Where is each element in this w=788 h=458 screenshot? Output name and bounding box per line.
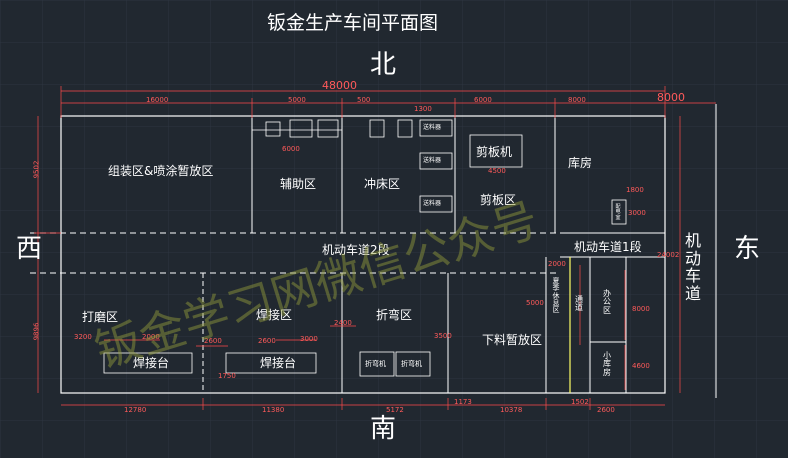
feeder-box-1: [419, 119, 453, 137]
weld-table-1-label: 焊接台: [133, 356, 170, 370]
zone-summer-rest: 夏季休息区: [552, 277, 560, 315]
punch-machine: [369, 119, 385, 138]
bender-1-label: 折弯机: [365, 360, 386, 368]
shear-machine-box: [469, 134, 523, 168]
dim-3500: 3500: [434, 332, 452, 340]
page-title: 钣金生产车间平面图: [267, 12, 439, 34]
weld-table-1-box: [103, 352, 193, 374]
dim-2000a: 2000: [142, 333, 160, 341]
feeder-1-label: 送料器: [423, 124, 442, 131]
feeder-box-2: [419, 152, 453, 170]
zone-auxiliary: 辅助区: [280, 177, 317, 191]
dim-bot-6: 1502: [571, 398, 589, 406]
dim-3000b: 3000: [628, 209, 646, 217]
zone-bending: 折弯区: [376, 308, 413, 322]
zone-passage: 通道: [575, 295, 583, 313]
dim-4500: 4500: [488, 167, 506, 175]
bender-2-box: [395, 351, 431, 377]
dim-2400: 2400: [334, 319, 352, 327]
dim-1750: 1750: [218, 372, 236, 380]
zone-warehouse: 库房: [568, 156, 593, 170]
dim-north-depth: 9502: [32, 160, 41, 179]
punch-machine: [397, 119, 413, 138]
compass-north: 北: [370, 50, 397, 80]
feeder-2-label: 送料器: [423, 157, 442, 164]
dim-top-1: 16000: [146, 96, 169, 104]
dim-top-3: 500: [357, 96, 371, 104]
dim-top-2: 5000: [288, 96, 306, 104]
dim-bot-4: 1173: [454, 398, 472, 406]
dim-1800: 1800: [626, 186, 644, 194]
compass-south: 南: [370, 414, 397, 444]
weld-table-2-box: [225, 352, 317, 374]
zone-storeroom: 小库房: [603, 351, 611, 377]
compass-west: 西: [16, 234, 43, 264]
zone-welding: 焊接区: [256, 308, 293, 322]
dim-3200: 3200: [74, 333, 92, 341]
zone-assembly: 组装区&喷涂暂放区: [108, 164, 214, 178]
shear-machine-label: 剪板机: [476, 145, 513, 159]
dim-top-4: 6000: [474, 96, 492, 104]
dim-bot-3: 5172: [386, 406, 404, 414]
machine-box: [317, 119, 339, 138]
dim-8000: 8000: [632, 305, 650, 313]
bender-1-box: [359, 351, 395, 377]
dim-3000: 3000: [300, 335, 318, 343]
dim-total-width: 48000: [322, 79, 357, 92]
compass-east: 东: [734, 234, 761, 264]
zone-office: 办公区: [603, 289, 611, 315]
dim-2600b: 2600: [258, 337, 276, 345]
dim-bot-5: 10378: [500, 406, 523, 414]
feeder-box-3: [419, 195, 453, 213]
dim-right-extra: 8000: [657, 91, 685, 104]
weld-table-2-label: 焊接台: [260, 356, 297, 370]
zone-shear: 剪板区: [480, 193, 517, 207]
machine-box: [289, 119, 313, 138]
dim-bot-7: 2600: [597, 406, 615, 414]
dim-6000: 6000: [282, 145, 300, 153]
zone-blanking: 下料暂放区: [482, 333, 543, 347]
dim-east-total: 24002: [657, 251, 680, 259]
dimension-lines: [34, 86, 716, 410]
zone-road2: 机动车道2段: [322, 243, 390, 257]
power-room-label: 配电室: [615, 204, 621, 221]
zone-grinding: 打磨区: [82, 310, 119, 324]
dim-2000b: 2000: [548, 260, 566, 268]
dim-south-depth: 9896: [32, 322, 41, 341]
dim-bot-2: 11380: [262, 406, 285, 414]
dim-5000: 5000: [526, 299, 544, 307]
dim-4600: 4600: [632, 362, 650, 370]
dim-1300: 1300: [414, 105, 432, 113]
dim-top-5: 8000: [568, 96, 586, 104]
dim-2600a: 2600: [204, 337, 222, 345]
dim-bot-1: 12780: [124, 406, 147, 414]
bender-2-label: 折弯机: [401, 360, 422, 368]
zone-punch: 冲床区: [364, 177, 401, 191]
feeder-3-label: 送料器: [423, 200, 442, 207]
zone-road1: 机动车道1段: [574, 240, 642, 254]
east-road-label: 机动车道: [684, 231, 701, 303]
machine-box: [265, 121, 281, 137]
power-room-box: [611, 199, 627, 225]
